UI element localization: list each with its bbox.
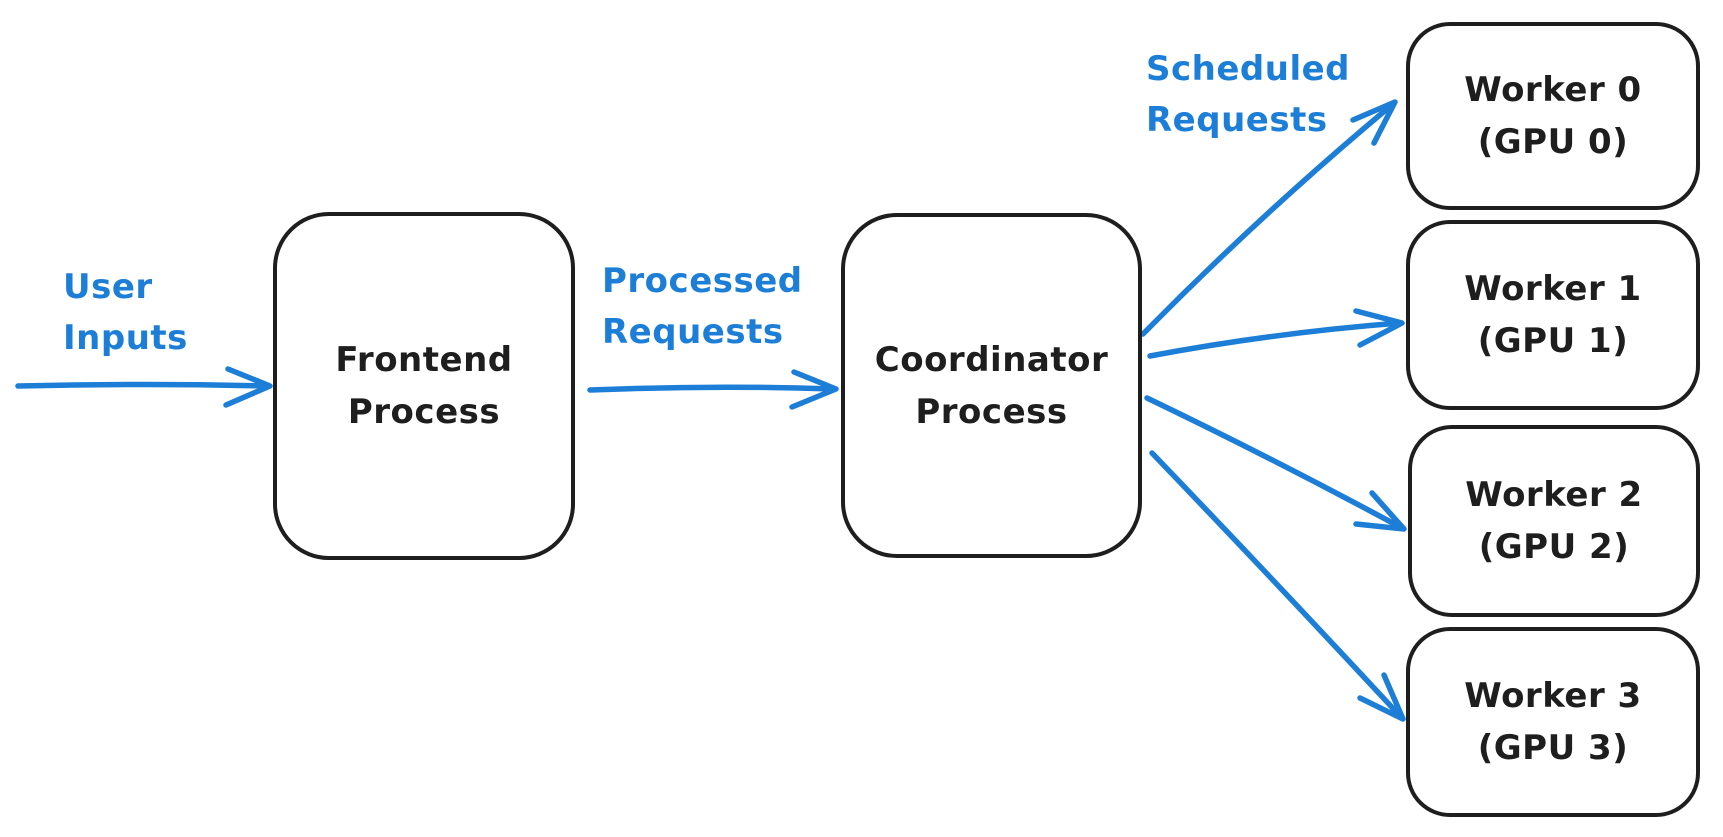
scheduled-requests-arrow-1 (1147, 308, 1405, 359)
edge-label-user-inputs: User Inputs (63, 267, 188, 358)
processed-requests-arrow (587, 369, 839, 410)
node-worker-3: Worker 3 (GPU 3) (1406, 627, 1700, 817)
node-worker-0-label: Worker 0 (GPU 0) (1464, 70, 1642, 162)
user-inputs-arrow (15, 366, 273, 408)
scheduled-requests-arrow-3 (1149, 450, 1406, 722)
node-worker-2: Worker 2 (GPU 2) (1408, 425, 1700, 617)
node-coordinator-process: Coordinator Process (841, 213, 1142, 558)
node-frontend-process: Frontend Process (273, 212, 575, 560)
edge-label-processed-requests: Processed Requests (602, 261, 803, 352)
node-worker-3-label: Worker 3 (GPU 3) (1464, 676, 1642, 768)
node-frontend-process-label: Frontend Process (335, 340, 513, 432)
node-worker-1: Worker 1 (GPU 1) (1406, 220, 1700, 410)
node-coordinator-process-label: Coordinator Process (874, 339, 1109, 432)
scheduled-requests-arrow-2 (1144, 395, 1407, 532)
scheduled-requests-arrow-0 (1140, 99, 1398, 337)
edge-label-scheduled-requests: Scheduled Requests (1146, 49, 1351, 140)
node-worker-0: Worker 0 (GPU 0) (1406, 22, 1700, 210)
node-worker-1-label: Worker 1 (GPU 1) (1464, 269, 1642, 361)
node-worker-2-label: Worker 2 (GPU 2) (1465, 475, 1643, 567)
